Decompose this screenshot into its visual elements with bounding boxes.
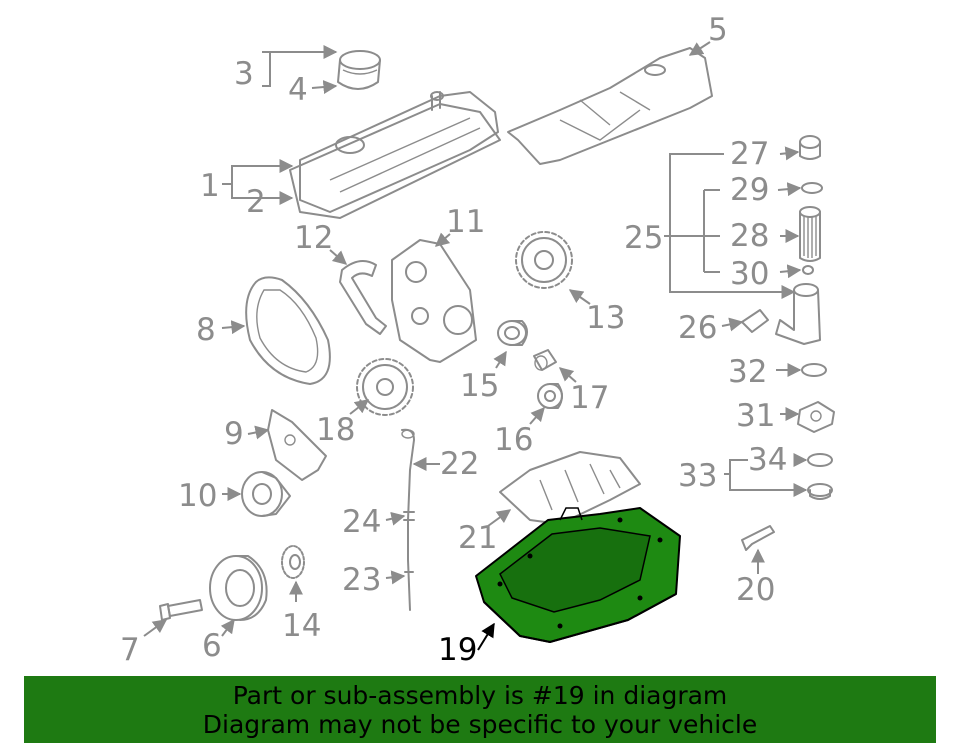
oil-baffle xyxy=(499,451,641,525)
callout-26: 26 xyxy=(678,310,717,346)
callout-30: 30 xyxy=(730,256,769,292)
callout-13: 13 xyxy=(586,300,625,336)
bracket xyxy=(741,525,775,551)
banner-line-disclaimer: Diagram may not be specific to your vehi… xyxy=(202,710,758,739)
crank-seal xyxy=(241,471,291,517)
callout-25: 25 xyxy=(624,220,663,256)
dipstick xyxy=(401,428,415,611)
callout-5: 5 xyxy=(708,12,728,48)
camshaft-gear xyxy=(515,231,573,289)
callout-23: 23 xyxy=(342,562,381,598)
callout-12: 12 xyxy=(294,220,333,256)
callout-27: 27 xyxy=(730,136,769,172)
timing-cover xyxy=(391,239,477,363)
sleeve xyxy=(533,349,557,371)
callout-10: 10 xyxy=(178,478,217,514)
callout-21: 21 xyxy=(458,520,497,556)
callout-2: 2 xyxy=(246,184,266,220)
vibration-damper xyxy=(209,555,268,621)
info-banner: Part or sub-assembly is #19 in diagram D… xyxy=(24,676,936,743)
oil-filter-element xyxy=(799,206,821,262)
engine-cover xyxy=(507,47,713,165)
callout-29: 29 xyxy=(730,172,769,208)
o-ring xyxy=(801,182,823,194)
idler-pulley xyxy=(497,320,528,346)
callout-14: 14 xyxy=(282,608,321,644)
drain-plug xyxy=(807,483,833,500)
callout-22: 22 xyxy=(440,446,479,482)
leader-lines xyxy=(143,42,806,651)
crankshaft-gear xyxy=(356,358,414,416)
callout-9: 9 xyxy=(224,416,244,452)
tensioner-pulley xyxy=(537,383,563,409)
oil-cooler xyxy=(797,401,835,433)
callout-15: 15 xyxy=(460,368,499,404)
cap xyxy=(799,135,821,160)
callout-11: 11 xyxy=(446,204,485,240)
bolt xyxy=(159,599,203,621)
valve-cover xyxy=(289,91,501,219)
tensioner-cover xyxy=(339,260,387,335)
callout-4: 4 xyxy=(288,72,308,108)
callout-7: 7 xyxy=(120,632,140,668)
drain-plug-washer xyxy=(807,453,833,467)
callout-33: 33 xyxy=(678,458,717,494)
callout-24: 24 xyxy=(342,504,381,540)
crank-sprocket xyxy=(281,545,305,579)
callout-20: 20 xyxy=(736,572,775,608)
callout-8: 8 xyxy=(196,312,216,348)
banner-line-part: Part or sub-assembly is #19 in diagram xyxy=(232,681,728,710)
timing-belt xyxy=(245,276,331,385)
oil-filler-cap xyxy=(337,50,381,90)
callout-32: 32 xyxy=(728,354,767,390)
oil-pan-highlighted[interactable] xyxy=(475,507,681,644)
callout-16: 16 xyxy=(494,422,533,458)
callout-28: 28 xyxy=(730,218,769,254)
callout-19-highlighted: 19 xyxy=(438,632,477,668)
callout-34: 34 xyxy=(748,442,787,478)
callout-1: 1 xyxy=(200,168,220,204)
callout-3: 3 xyxy=(234,56,254,92)
callout-31: 31 xyxy=(736,398,775,434)
callout-numbers: 3 4 5 1 2 12 11 8 13 15 17 16 18 9 10 22… xyxy=(120,12,787,668)
gasket-ring xyxy=(801,363,827,377)
callout-6: 6 xyxy=(202,628,222,664)
parts-diagram: 3 4 5 1 2 12 11 8 13 15 17 16 18 9 10 22… xyxy=(120,12,835,668)
callout-17: 17 xyxy=(570,380,609,416)
seal-ring xyxy=(802,265,814,275)
callout-18: 18 xyxy=(316,412,355,448)
